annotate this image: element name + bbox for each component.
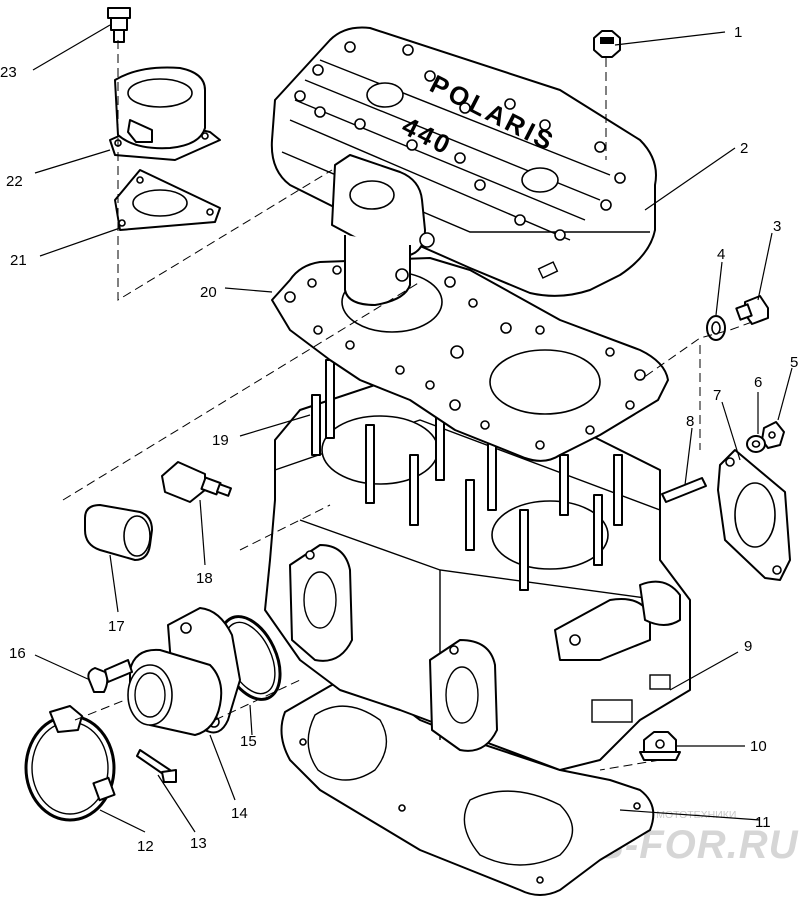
- callout-8: 8: [686, 413, 694, 430]
- callout-15: 15: [240, 733, 257, 750]
- callout-16: 16: [9, 645, 26, 662]
- clamp-screw: [136, 749, 177, 783]
- water-fitting-sleeve: [84, 504, 153, 561]
- head-gasket: [271, 257, 669, 462]
- callout-5: 5: [790, 354, 798, 371]
- flange-nut: [639, 731, 681, 761]
- cover-washer: [706, 315, 726, 341]
- callout-18: 18: [196, 570, 213, 587]
- elbow-gasket: [114, 169, 221, 231]
- cap-nut: [593, 30, 621, 58]
- exhaust-washer: [746, 435, 766, 453]
- bleed-screw: [107, 7, 131, 43]
- callout-3: 3: [773, 218, 781, 235]
- leader-lines: [32, 24, 793, 833]
- cylinder-head-cover: POLARIS 440: [270, 26, 657, 297]
- callout-6: 6: [754, 374, 762, 391]
- exhaust-nut: [761, 421, 785, 449]
- exhaust-stud: [661, 477, 707, 503]
- exhaust-gasket: [717, 449, 791, 581]
- callout-23: 23: [0, 64, 17, 81]
- water-outlet-housing: [331, 154, 435, 306]
- callout-22: 22: [6, 173, 23, 190]
- water-elbow: [109, 66, 221, 161]
- callout-20: 20: [200, 284, 217, 301]
- callout-21: 21: [10, 252, 27, 269]
- callout-17: 17: [108, 618, 125, 635]
- callout-12: 12: [137, 838, 154, 855]
- hose-clamp: [24, 705, 116, 822]
- cover-bolt: [735, 295, 769, 325]
- adapter-screw: [87, 659, 133, 693]
- assembly-lines: [62, 40, 753, 771]
- intake-adapter: [127, 607, 241, 736]
- callout-1: 1: [734, 24, 742, 41]
- callout-13: 13: [190, 835, 207, 852]
- callout-4: 4: [717, 246, 725, 263]
- temperature-sensor: [161, 461, 233, 503]
- callout-11: 11: [755, 814, 771, 831]
- callouts: 1 2 3 4 5 6 7 8 9 10 11 12 13 14 15 16 1…: [0, 24, 798, 855]
- callout-2: 2: [740, 140, 748, 157]
- callout-9: 9: [744, 638, 752, 655]
- callout-10: 10: [750, 738, 767, 755]
- callout-14: 14: [231, 805, 248, 822]
- callout-7: 7: [713, 387, 721, 404]
- callout-19: 19: [212, 432, 229, 449]
- cylinder-block: [264, 359, 691, 771]
